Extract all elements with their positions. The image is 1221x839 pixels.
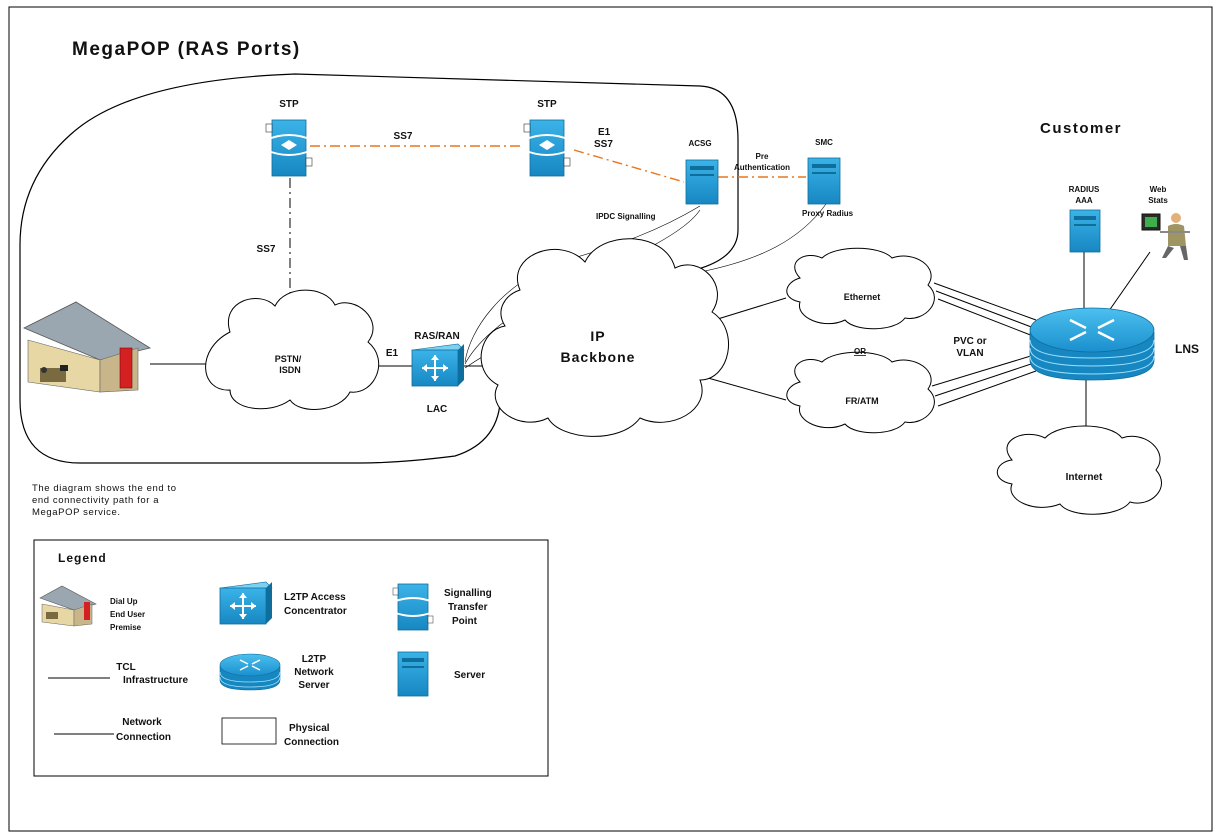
ss7-vertical-label: SS7: [257, 244, 276, 255]
legend-physical-1: Physical: [289, 723, 330, 734]
ss7-links: [310, 145, 806, 183]
network-connections: [150, 251, 1151, 442]
legend-physical-2: Connection: [284, 737, 339, 748]
acsg-label: ACSG: [688, 139, 711, 148]
lac-icon: [411, 343, 465, 387]
legend-lac-2: Concentrator: [284, 606, 347, 617]
legend-lns-icon: [219, 653, 281, 691]
legend-stp-icon: [392, 583, 434, 631]
dialup-premise-icon: [23, 301, 152, 393]
internet-label: Internet: [1066, 472, 1103, 483]
stp-left-icon: [265, 119, 313, 177]
note-line-2: end connectivity path for a: [32, 495, 159, 506]
legend-dialup-2: End User: [110, 610, 145, 619]
legend-lns-1: L2TP: [302, 654, 327, 665]
web-label-2: Stats: [1148, 196, 1168, 205]
megapop-boundary: [19, 73, 739, 464]
ss7-top-label: SS7: [394, 131, 413, 142]
customer-title: Customer: [1040, 120, 1122, 137]
diagram-title: MegaPOP (RAS Ports): [72, 39, 301, 60]
e1-lac-label: E1: [386, 348, 399, 359]
legend-stp-2: Transfer: [448, 602, 488, 613]
fratm-label: FR/ATM: [845, 396, 878, 406]
pre-auth-label-2: Authentication: [734, 163, 790, 172]
legend-server-icon: [397, 651, 429, 697]
proxy-radius-label: Proxy Radius: [802, 209, 854, 218]
ethernet-label: Ethernet: [844, 292, 881, 302]
pstn-label-1: PSTN/: [275, 354, 302, 364]
legend-box: [33, 539, 549, 777]
smc-label: SMC: [815, 138, 833, 147]
ethernet-cloud: [786, 247, 935, 330]
e1-stp-label: E1: [598, 127, 611, 138]
ip-label-1: IP: [590, 328, 605, 344]
stp-right-icon: [523, 119, 571, 177]
legend-network-2: Connection: [116, 732, 171, 743]
pre-auth-label-1: Pre: [756, 152, 769, 161]
legend-dialup-icon: [39, 585, 97, 627]
web-stats-user-icon: [1141, 213, 1190, 260]
pstn-cloud: [205, 289, 380, 410]
legend-physical-box: [221, 717, 277, 745]
legend-dialup-1: Dial Up: [110, 597, 138, 606]
legend-lns-3: Server: [298, 680, 329, 691]
ras-ran-label: RAS/RAN: [414, 331, 460, 342]
internet-cloud: [996, 425, 1162, 515]
legend-title: Legend: [58, 551, 107, 565]
note-line-1: The diagram shows the end to: [32, 483, 177, 494]
pstn-label-2: ISDN: [279, 365, 301, 375]
lns-label: LNS: [1175, 342, 1199, 356]
legend-lac-1: L2TP Access: [284, 592, 346, 603]
legend-network-1: Network: [122, 717, 162, 728]
ss7-stp-label: SS7: [594, 139, 613, 150]
legend-dialup-3: Premise: [110, 623, 142, 632]
legend-tcl-1: TCL: [116, 662, 135, 673]
ipdc-label: IPDC Signalling: [596, 212, 656, 221]
smc-server-icon: [807, 157, 841, 205]
radius-server-icon: [1069, 209, 1101, 253]
lns-icon: [1029, 307, 1155, 381]
legend-server: Server: [454, 670, 485, 681]
legend-stp-1: Signalling: [444, 588, 492, 599]
legend-lac-icon: [219, 581, 273, 625]
stp-right-label: STP: [537, 99, 557, 110]
fratm-cloud: [786, 351, 935, 434]
legend-lns-2: Network: [294, 667, 334, 678]
radius-label-2: AAA: [1075, 196, 1093, 205]
pvc-label-2: VLAN: [956, 348, 983, 359]
ip-label-2: Backbone: [561, 349, 636, 365]
pvc-label-1: PVC or: [953, 336, 986, 347]
or-label: OR: [854, 347, 866, 356]
note-line-3: MegaPOP service.: [32, 507, 121, 518]
lac-label: LAC: [427, 404, 448, 415]
page-frame: [8, 6, 1213, 832]
legend-stp-3: Point: [452, 616, 478, 627]
ip-backbone-cloud: [480, 238, 729, 437]
radius-label-1: RADIUS: [1069, 185, 1100, 194]
stp-left-label: STP: [279, 99, 299, 110]
web-label-1: Web: [1150, 185, 1167, 194]
acsg-server-icon: [685, 159, 719, 205]
legend-tcl-2: Infrastructure: [123, 675, 188, 686]
